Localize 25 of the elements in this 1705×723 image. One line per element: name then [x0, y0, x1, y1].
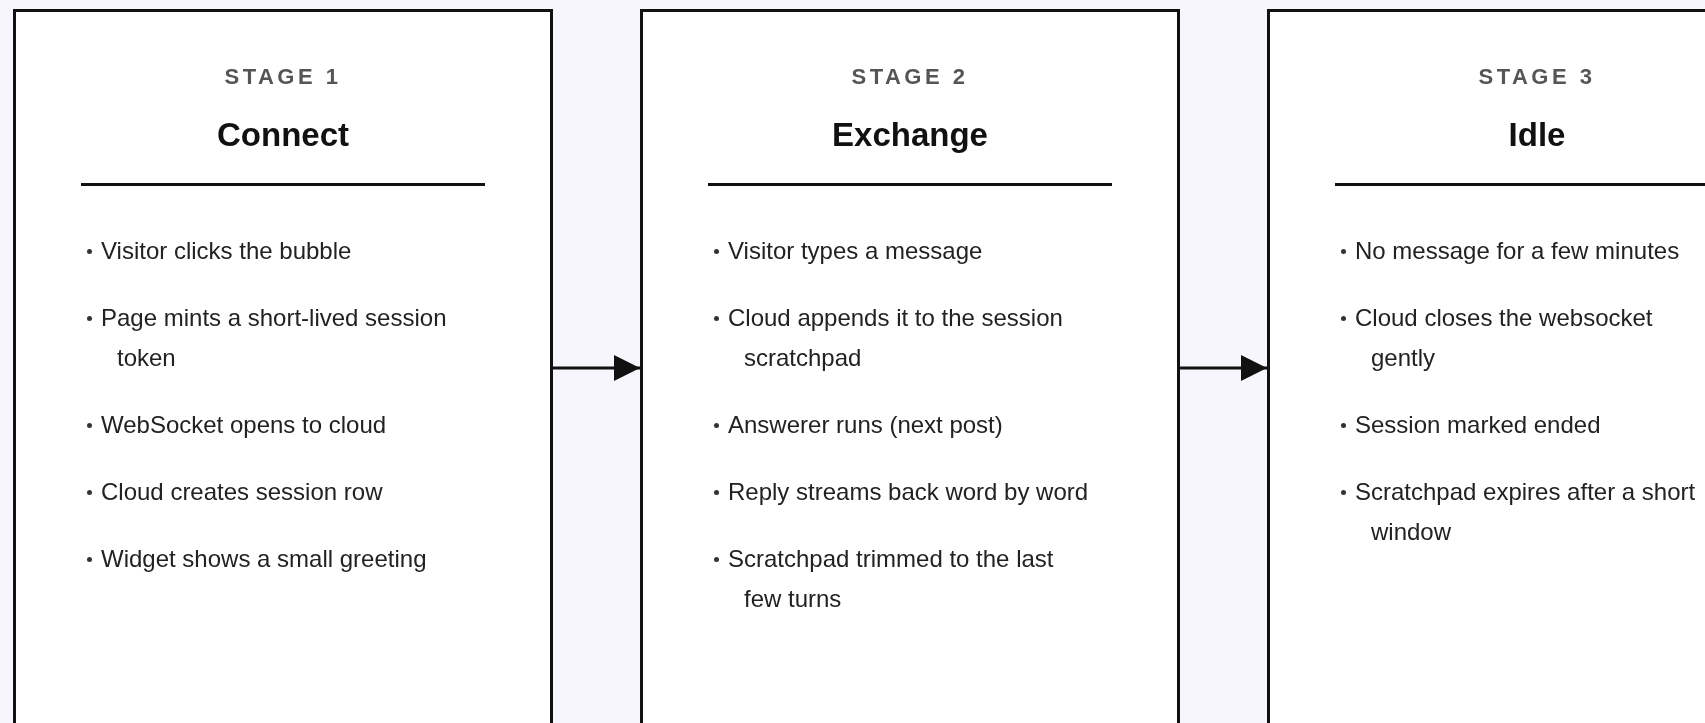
stage-label: STAGE 2: [850, 64, 970, 90]
bullet-item: Cloud creates session row: [85, 472, 462, 512]
bullet-item: Scratchpad trimmed to the last few turns: [712, 539, 1089, 619]
bullet-item: Reply streams back word by word: [712, 472, 1089, 512]
arrow: [1180, 355, 1267, 381]
stage-card: [640, 9, 1180, 723]
stage-title: Idle: [1507, 116, 1567, 154]
bullet-item: Widget shows a small greeting: [85, 539, 462, 579]
arrow: [553, 355, 640, 381]
stage-label: STAGE 3: [1477, 64, 1597, 90]
bullet-item: Cloud appends it to the session scratchpad: [712, 298, 1089, 378]
stage-label: STAGE 1: [223, 64, 343, 90]
bullet-item: Session marked ended: [1339, 405, 1705, 445]
bullet-item: Visitor clicks the bubble: [85, 231, 462, 271]
bullet-item: Cloud closes the websocket gently: [1339, 298, 1705, 378]
stage-title: Exchange: [831, 116, 989, 154]
bullet-item: Visitor types a message: [712, 231, 1089, 271]
stage-card: [1267, 9, 1705, 723]
bullet-item: WebSocket opens to cloud: [85, 405, 462, 445]
bullet-item: Answerer runs (next post): [712, 405, 1089, 445]
bullet-item: No message for a few minutes: [1339, 231, 1705, 271]
bullet-item: Page mints a short-lived session token: [85, 298, 462, 378]
stage-card: [13, 9, 553, 723]
bullet-item: Scratchpad expires after a short window: [1339, 472, 1705, 552]
stage-title: Connect: [216, 116, 350, 154]
